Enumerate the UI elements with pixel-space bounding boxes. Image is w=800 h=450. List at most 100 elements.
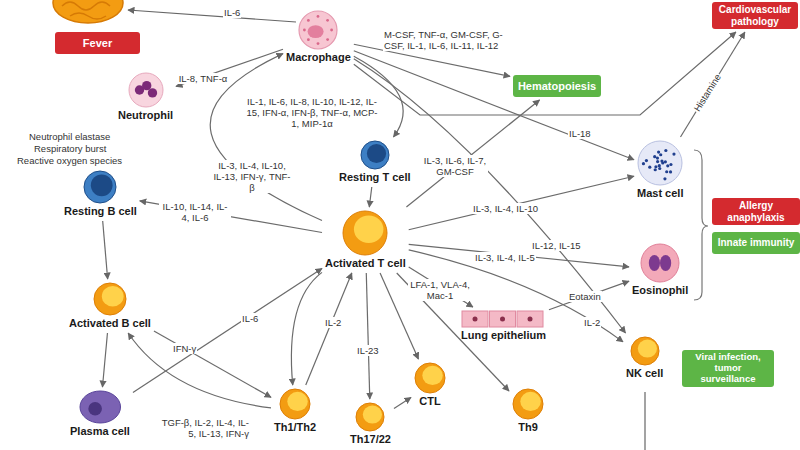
cell-node: Macrophage xyxy=(286,10,351,64)
icon-part xyxy=(649,255,660,271)
cell-node: Activated T cell xyxy=(325,210,406,270)
edge-label: IL-2 xyxy=(583,317,601,328)
cell-label: Activated B cell xyxy=(69,317,151,330)
icon-part xyxy=(641,244,679,282)
cell-icon xyxy=(83,170,117,204)
edge-label: IFN-γ xyxy=(172,343,197,354)
icon-part xyxy=(343,211,387,255)
icon-part xyxy=(317,42,320,45)
cell-node: Mast cell xyxy=(637,140,683,200)
cell-label: Neutrophil xyxy=(118,109,173,122)
connector xyxy=(366,273,370,399)
icon-part xyxy=(473,317,478,322)
cell-label: Th9 xyxy=(518,421,538,434)
bracket xyxy=(694,150,708,300)
edge-label: Histamine xyxy=(691,71,724,114)
edge-label: IL-12, IL-15 xyxy=(531,240,582,251)
icon-part xyxy=(280,389,310,419)
brain-icon xyxy=(53,0,123,23)
edge-label: IL-3, IL-4, IL-10 xyxy=(472,203,539,214)
cell-icon xyxy=(128,72,164,108)
outcome-box: Fever xyxy=(55,32,140,54)
icon-part xyxy=(94,283,126,315)
cell-label: Mast cell xyxy=(637,187,683,200)
cell-icon xyxy=(298,10,338,50)
connector xyxy=(128,333,271,408)
icon-part xyxy=(673,153,676,156)
cell-label: Lung epithelium xyxy=(461,329,546,342)
connector xyxy=(354,51,634,160)
connector xyxy=(409,176,634,229)
cell-node: Th9 xyxy=(512,388,544,434)
connector xyxy=(409,250,623,342)
cell-label: Plasma cell xyxy=(70,425,130,438)
cell-node: NK cell xyxy=(626,336,663,380)
icon-part xyxy=(308,25,324,38)
connector xyxy=(102,333,107,387)
function-note: Reactive oxygen species xyxy=(17,155,122,166)
cell-icon xyxy=(93,282,127,316)
cell-node: Eosinophil xyxy=(632,243,688,297)
brain-gyri xyxy=(62,2,110,10)
box-label: Allergy anaphylaxis xyxy=(716,200,796,223)
icon-part xyxy=(653,155,656,158)
connector xyxy=(140,201,322,233)
outcome-box: Hematopoiesis xyxy=(513,75,601,97)
icon-part xyxy=(656,160,659,163)
edge-label: IL-10, IL-14, IL-4, IL-6 xyxy=(159,201,231,223)
edge-label: IL-1, IL-6, IL-8, IL-10, IL-12, IL-15, I… xyxy=(245,96,379,129)
connector xyxy=(409,267,473,307)
cell-node: Activated B cell xyxy=(69,282,151,330)
icon-part xyxy=(317,15,320,18)
icon-part xyxy=(367,144,386,163)
edge-label: IL-3, IL-4, IL-10, IL-13, IFN-γ, TNF-β xyxy=(211,160,293,193)
cell-icon xyxy=(512,388,544,420)
icon-part xyxy=(102,286,124,306)
icon-part xyxy=(513,389,543,419)
icon-part xyxy=(658,167,661,170)
icon-part xyxy=(665,170,668,173)
connector xyxy=(409,244,629,266)
connector xyxy=(394,397,411,408)
icon-part xyxy=(520,392,540,411)
icon-part xyxy=(80,391,121,423)
edge-label: IL-6 xyxy=(241,313,259,324)
icon-part xyxy=(307,38,310,41)
connector xyxy=(549,281,629,310)
cytokine-label: IL-6 xyxy=(223,7,241,18)
icon-part xyxy=(327,38,330,41)
icon-part xyxy=(666,164,669,167)
icon-part xyxy=(299,11,337,49)
cell-icon xyxy=(342,210,388,256)
icon-part xyxy=(91,174,113,196)
icon-part xyxy=(415,363,445,393)
icon-part xyxy=(656,157,659,160)
icon-part xyxy=(664,160,667,163)
edge-label: IL-18 xyxy=(568,128,592,139)
brain-gyri xyxy=(70,13,106,19)
leader-line xyxy=(128,10,296,22)
cell-node: CTL xyxy=(414,362,446,408)
icon-part xyxy=(84,171,116,203)
edge-label: TGF-β, IL-2, IL-4, IL-5, IL-13, IFN-γ xyxy=(160,417,250,439)
cell-label: Activated T cell xyxy=(325,257,406,270)
icon-part xyxy=(147,88,156,97)
connector xyxy=(680,32,744,137)
cell-icon xyxy=(355,402,385,432)
cell-label: CTL xyxy=(419,395,440,408)
outcome-box: Viral infection, tumor surveillance xyxy=(682,350,774,387)
cell-icon xyxy=(79,390,122,424)
icon-part xyxy=(658,164,661,167)
icon-part xyxy=(670,163,673,166)
icon-part xyxy=(669,170,672,173)
cell-icon xyxy=(414,362,446,394)
icon-part xyxy=(361,141,389,169)
icon-part xyxy=(331,29,334,32)
icon-part xyxy=(638,141,682,185)
icon-part xyxy=(287,392,307,411)
box-label: Innate immunity xyxy=(718,237,795,249)
cell-label: Eosinophil xyxy=(632,284,688,297)
icon-part xyxy=(500,317,505,322)
brain-shape xyxy=(53,0,123,23)
edge-label: IL-3, IL-4, IL-5 xyxy=(474,252,536,263)
